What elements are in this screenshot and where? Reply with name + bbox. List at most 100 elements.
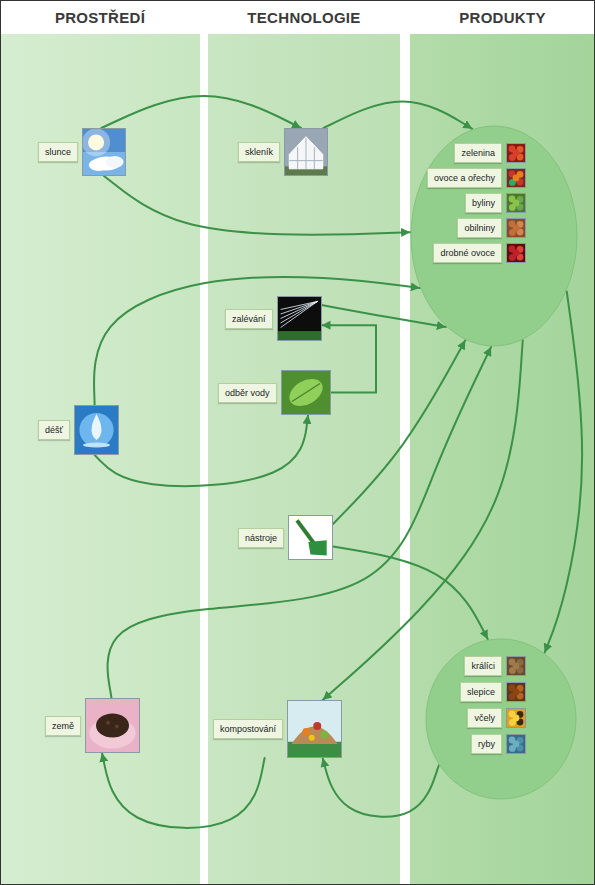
labelled-item: ovoce a ořechy xyxy=(427,168,526,188)
icon-border xyxy=(507,244,526,263)
icon-fill xyxy=(506,218,526,238)
group-ellipse xyxy=(426,639,576,799)
item-label: drobné ovoce xyxy=(433,243,502,263)
icon-fill xyxy=(287,742,342,758)
item-label: zelenina xyxy=(454,143,502,163)
icon-stroke xyxy=(280,301,317,327)
item-label: ryby xyxy=(471,734,502,754)
labelled-item: ryby xyxy=(471,734,526,754)
soil-icon xyxy=(85,698,140,753)
flow-arrow xyxy=(104,176,410,235)
icon-fill xyxy=(277,296,322,341)
icon-fill xyxy=(287,700,342,758)
labelled-item: zalévání xyxy=(225,296,322,341)
icon-border xyxy=(285,129,328,176)
icon-border xyxy=(507,219,526,238)
item-label: včely xyxy=(467,708,502,728)
rain-icon xyxy=(74,405,119,455)
icon-dot xyxy=(82,128,110,156)
flow-arrow xyxy=(322,305,446,327)
icon-dot xyxy=(302,728,310,736)
icon-fill xyxy=(85,698,140,753)
icon-fill xyxy=(506,143,526,163)
labelled-item: kompostování xyxy=(213,700,342,758)
column-band: TECHNOLOGIEskleníkzaléváníodběr vodynást… xyxy=(208,0,400,885)
icon-stroke xyxy=(291,726,337,744)
connector-group xyxy=(94,96,582,828)
icon-stroke xyxy=(289,138,322,169)
fruit-icon xyxy=(506,168,526,188)
icon-dot xyxy=(309,735,315,741)
icon-shape xyxy=(106,156,124,168)
icon-shape xyxy=(83,443,110,448)
labelled-item: slunce xyxy=(38,128,126,176)
labelled-item: zelenina xyxy=(454,143,526,163)
flow-arrow xyxy=(95,415,308,486)
icon-dot xyxy=(513,175,520,182)
labelled-item: byliny xyxy=(465,193,526,213)
icon-fill xyxy=(506,734,526,754)
labelled-item: země xyxy=(45,698,140,753)
icon-dot xyxy=(88,134,104,150)
icon-stroke xyxy=(297,520,315,544)
fish-icon xyxy=(506,734,526,754)
icon-dot xyxy=(513,689,520,696)
icon-stroke xyxy=(91,414,101,440)
icon-border xyxy=(289,516,333,560)
labelled-item: obilniny xyxy=(457,218,526,238)
flow-arrow xyxy=(94,277,420,405)
column-band: PROSTŘEDÍ slunce déšť země xyxy=(0,0,200,885)
item-label: slunce xyxy=(38,142,78,162)
icon-dot xyxy=(513,741,520,748)
spray-icon xyxy=(277,296,322,341)
group-ellipse xyxy=(411,126,577,346)
icon-fill xyxy=(284,128,328,176)
icon-fill xyxy=(74,405,119,455)
icon-dot xyxy=(79,413,113,447)
icon-dot xyxy=(513,200,520,207)
icon-stroke xyxy=(289,137,322,169)
product-group-ellipse: zelenina ovoce a ořechy byliny obilniny drob… xyxy=(410,125,578,347)
flow-arrow xyxy=(324,101,473,128)
flow-arrow xyxy=(108,347,492,698)
icon-fill xyxy=(506,243,526,263)
compost-icon xyxy=(287,700,342,758)
bee-icon xyxy=(506,708,526,728)
sun-icon xyxy=(82,128,126,176)
veg-icon xyxy=(506,143,526,163)
item-label: zalévání xyxy=(225,309,273,329)
icon-dot xyxy=(513,715,520,722)
item-label: slepice xyxy=(460,682,502,702)
flow-arrow xyxy=(545,292,583,653)
icon-border xyxy=(507,657,526,676)
labelled-item: včely xyxy=(467,708,526,728)
item-label: nástroje xyxy=(238,528,284,548)
icon-dot xyxy=(106,721,110,725)
item-label: byliny xyxy=(465,193,502,213)
rabbit-icon xyxy=(506,656,526,676)
labelled-item: odběr vody xyxy=(218,370,331,415)
icon-dot xyxy=(513,225,520,232)
herbs-icon xyxy=(506,193,526,213)
leaf-icon xyxy=(281,370,331,415)
labelled-item: králíci xyxy=(464,656,526,676)
icon-shape xyxy=(89,159,109,171)
item-label: obilniny xyxy=(457,218,502,238)
icon-dot xyxy=(313,722,321,730)
icon-shape xyxy=(284,373,327,411)
icon-border xyxy=(277,297,321,341)
icon-dot xyxy=(115,725,119,729)
column-heading: PROSTŘEDÍ xyxy=(0,9,200,27)
flow-arrow xyxy=(101,96,301,128)
labelled-item: nástroje xyxy=(238,515,333,560)
icon-fill xyxy=(506,656,526,676)
icon-border xyxy=(83,129,126,176)
item-label: králíci xyxy=(464,656,502,676)
grain-icon xyxy=(506,218,526,238)
hen-icon xyxy=(506,682,526,702)
icon-fill xyxy=(277,331,322,341)
column-band: PRODUKTYzeleninaovoce a ořechybylinyobil… xyxy=(410,0,595,885)
labelled-item: drobné ovoce xyxy=(433,243,526,263)
labelled-item: déšť xyxy=(38,405,119,455)
item-label: skleník xyxy=(238,142,280,162)
